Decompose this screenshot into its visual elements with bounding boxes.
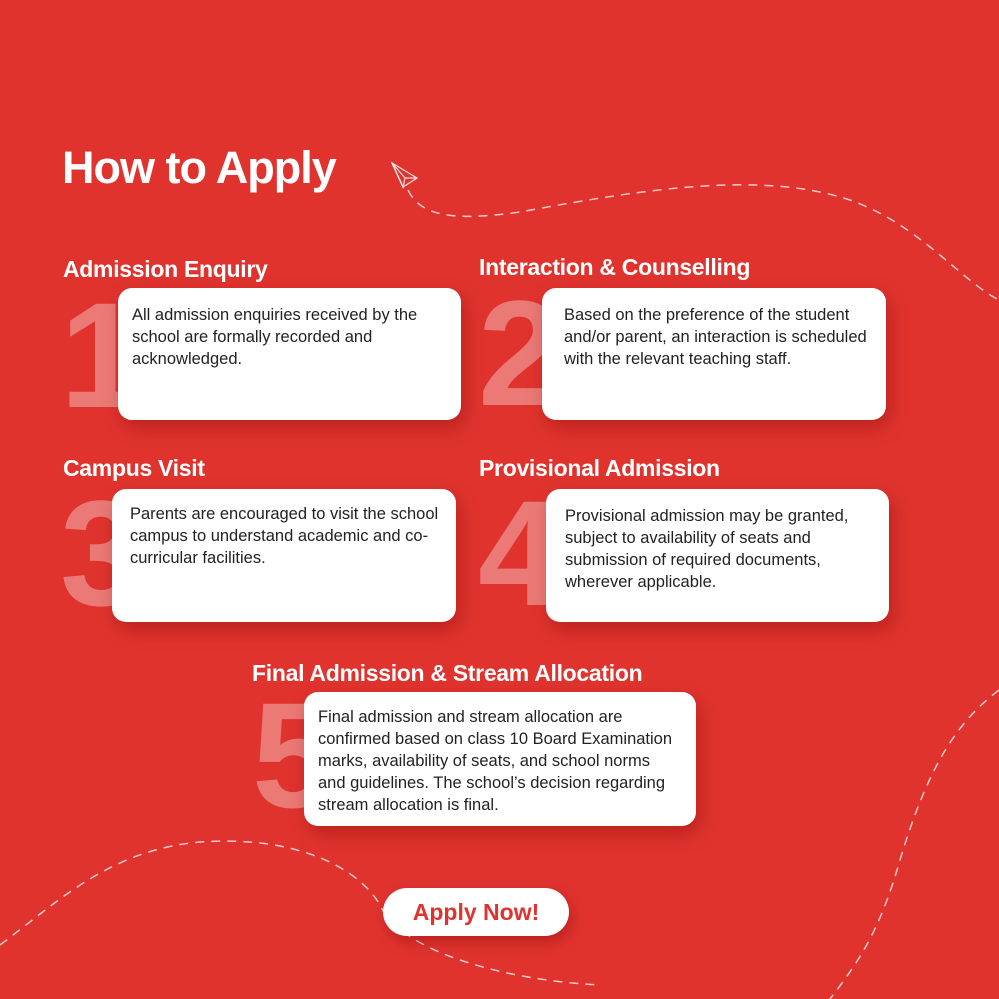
step-heading-1: Admission Enquiry xyxy=(63,256,268,282)
step-card-1: All admission enquiries received by the … xyxy=(118,288,461,420)
step-heading-2: Interaction & Counselling xyxy=(479,254,751,280)
step-card-3: Parents are encouraged to visit the scho… xyxy=(112,489,456,622)
step-card-5: Final admission and stream allocation ar… xyxy=(304,692,696,826)
step-card-4: Provisional admission may be granted, su… xyxy=(546,489,889,622)
step-heading-4: Provisional Admission xyxy=(479,455,720,481)
apply-now-button[interactable]: Apply Now! xyxy=(383,888,569,936)
step-heading-5: Final Admission & Stream Allocation xyxy=(252,660,643,686)
step-heading-3: Campus Visit xyxy=(63,455,205,481)
paper-plane-icon xyxy=(390,161,419,190)
step-card-2: Based on the preference of the student a… xyxy=(542,288,886,420)
page-title: How to Apply xyxy=(62,142,337,193)
